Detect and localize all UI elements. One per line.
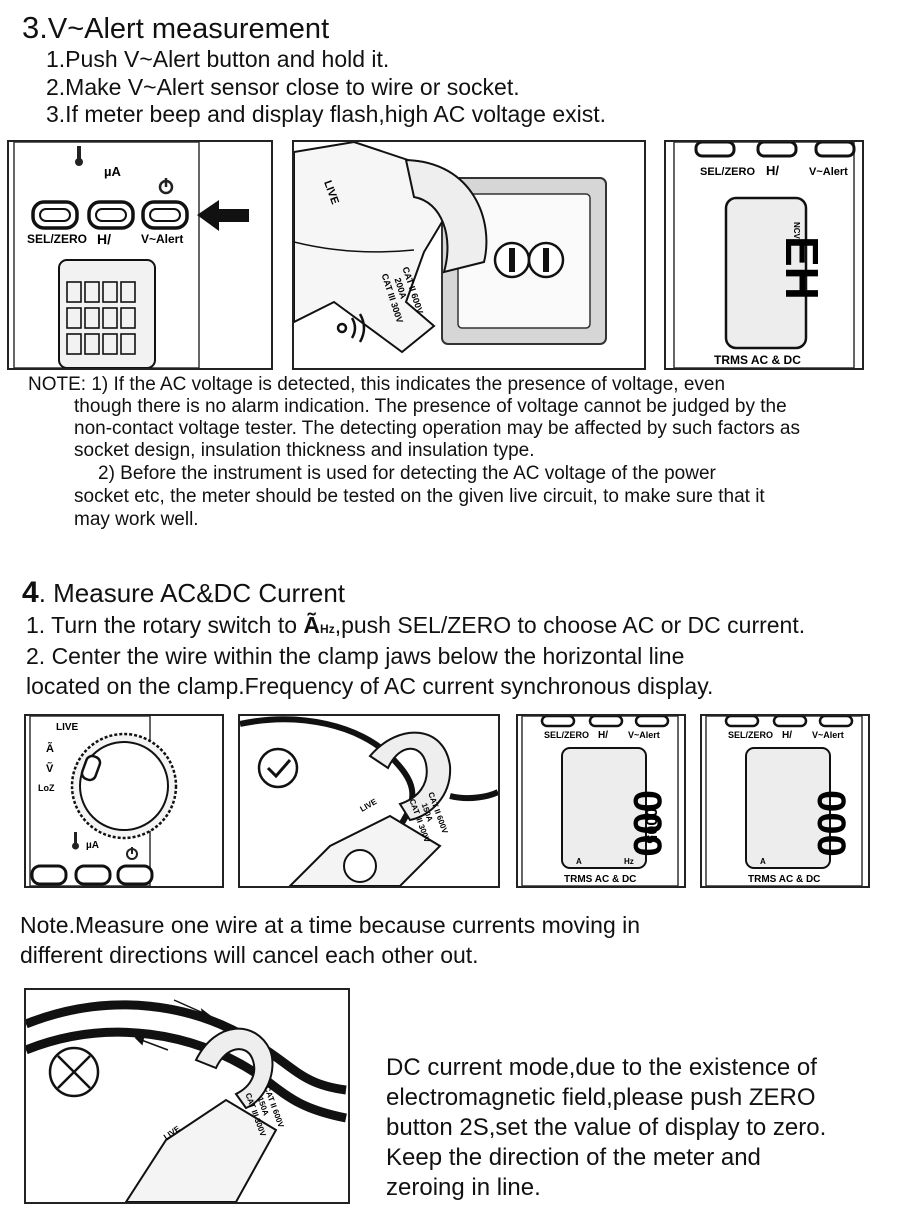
sel-zero-label: SEL/ZERO — [27, 232, 87, 246]
dc-note-line-1: DC current mode,due to the existence of — [386, 1054, 817, 1081]
note4-line-2: different directions will cancel each ot… — [20, 942, 479, 968]
dc-note: DC current mode,due to the existence of … — [386, 1053, 826, 1203]
lcd-segments — [66, 281, 136, 355]
socket-holes — [493, 241, 565, 279]
trms-label: TRMS AC & DC — [714, 353, 801, 367]
section3-title: V~Alert measurement — [47, 13, 330, 45]
dc-note-line-2: electromagnetic field,please push ZERO — [386, 1084, 816, 1111]
hold-label: H/ — [782, 730, 792, 741]
section4-step1-rest: ,push SEL/ZERO to choose AC or DC curren… — [334, 612, 806, 638]
micro-amp-label: µA — [104, 164, 121, 179]
thermometer-icon — [75, 146, 83, 166]
note4-line-1: Note.Measure one wire at a time because … — [20, 912, 641, 938]
sel-zero-label: SEL/ZERO — [544, 730, 589, 740]
hold-label: H/ — [97, 231, 111, 247]
lcd-main-reading: 000 — [625, 790, 669, 857]
lcd-text: EH — [776, 236, 828, 300]
power-icon — [126, 847, 138, 860]
section4-step-1: 1. Turn the rotary switch to ÃHz,push SE… — [26, 612, 805, 639]
figure-rotary-switch: LIVE Ã Ṽ LoZ µA — [24, 714, 224, 888]
arrow-left-icon — [197, 200, 249, 231]
section4-number: 4 — [22, 576, 39, 609]
note3-line-4: socket design, insulation thickness and … — [74, 440, 535, 461]
dc-note-line-5: zeroing in line. — [386, 1174, 541, 1201]
hold-label: H/ — [766, 163, 779, 178]
arrow-icon — [134, 999, 212, 1051]
amp-symbol-icon: Ã — [303, 612, 321, 638]
figure-alert-button: µA SEL/ZERO H/ V~Alert — [7, 140, 273, 370]
micro-amp-label: µA — [86, 840, 99, 851]
beep-sound-icon — [336, 313, 366, 343]
loz-label: LoZ — [38, 783, 55, 793]
figure-clamp-socket: LIVE CAT II 600V 200A CAT III 300V — [292, 140, 646, 370]
note3-line-5: 2) Before the instrument is used for det… — [98, 463, 716, 484]
ncv-indicator: NCV — [792, 222, 801, 240]
section4-heading: 4. Measure AC&DC Current — [22, 576, 345, 610]
note3-text-1: 1) If the AC voltage is detected, this i… — [91, 374, 726, 395]
lcd-unit-a: A — [576, 857, 582, 866]
section4-step-2: 2. Center the wire within the clamp jaws… — [26, 643, 685, 669]
thermometer-icon — [72, 832, 79, 850]
power-icon — [158, 178, 174, 195]
cross-icon — [48, 1046, 100, 1098]
hold-label: H/ — [598, 730, 608, 741]
volt-hz-icon: Ṽ — [46, 762, 54, 775]
hold-button — [87, 200, 135, 230]
section4-step-2-cont: located on the clamp.Frequency of AC cur… — [26, 673, 714, 699]
note3-line-6: socket etc, the meter should be tested o… — [74, 486, 765, 507]
figure-clamp-correct: CAT II 600V 150A CAT III 300V LIVE — [238, 714, 500, 888]
rotary-dial — [70, 732, 178, 840]
dc-note-line-4: Keep the direction of the meter and — [386, 1144, 761, 1171]
section3-number: 3. — [22, 10, 48, 45]
alert-label: V~Alert — [812, 730, 844, 740]
note3-line-1: NOTE: 1) If the AC voltage is detected, … — [28, 374, 725, 396]
sel-zero-button — [31, 200, 79, 230]
figure-lcd-ac: SEL/ZERO H/ V~Alert 000 0005 A Hz TRMS A… — [516, 714, 686, 888]
note3-prefix: NOTE: — [28, 374, 87, 395]
alert-label: V~Alert — [809, 166, 848, 178]
check-icon — [257, 747, 299, 789]
lcd-main-reading: 000 — [809, 790, 853, 857]
section3-step-1: 1.Push V~Alert button and hold it. — [46, 46, 390, 72]
section4-title: . Measure AC&DC Current — [38, 578, 346, 608]
section3-step-3: 3.If meter beep and display flash,high A… — [46, 101, 606, 127]
alert-button — [141, 200, 189, 230]
trms-label: TRMS AC & DC — [748, 874, 820, 885]
trms-label: TRMS AC & DC — [564, 874, 636, 885]
live-label: LIVE — [359, 797, 379, 814]
note3-line-3: non-contact voltage tester. The detectin… — [74, 418, 800, 439]
lcd-unit-a: A — [760, 857, 766, 866]
sel-zero-label: SEL/ZERO — [728, 730, 773, 740]
amp-hz-icon: Ã — [46, 742, 54, 755]
dc-note-line-3: button 2S,set the value of display to ze… — [386, 1114, 827, 1141]
live-label: LIVE — [56, 722, 79, 733]
figure-clamp-wrong: CAT II 600V 150A CAT III 300V LIVE — [24, 988, 350, 1204]
sel-zero-label: SEL/ZERO — [700, 166, 755, 178]
lcd-unit-hz: Hz — [624, 857, 634, 866]
alert-label: V~Alert — [628, 730, 660, 740]
hz-symbol: Hz — [320, 622, 335, 636]
figure-lcd-ncv: SEL/ZERO H/ V~Alert NCV EH TRMS AC & DC — [664, 140, 864, 370]
section3-step-2: 2.Make V~Alert sensor close to wire or s… — [46, 74, 520, 100]
lcd-sub-reading: 0005 — [642, 808, 659, 844]
section3-heading: 3.V~Alert measurement — [22, 10, 329, 46]
figure-lcd-dc: SEL/ZERO H/ V~Alert 000 A TRMS AC & DC — [700, 714, 870, 888]
section4-step1-text: 1. Turn the rotary switch to — [26, 612, 298, 638]
alert-label: V~Alert — [141, 232, 183, 246]
note3-line-2: though there is no alarm indication. The… — [74, 396, 787, 417]
note3-line-7: may work well. — [74, 509, 199, 530]
